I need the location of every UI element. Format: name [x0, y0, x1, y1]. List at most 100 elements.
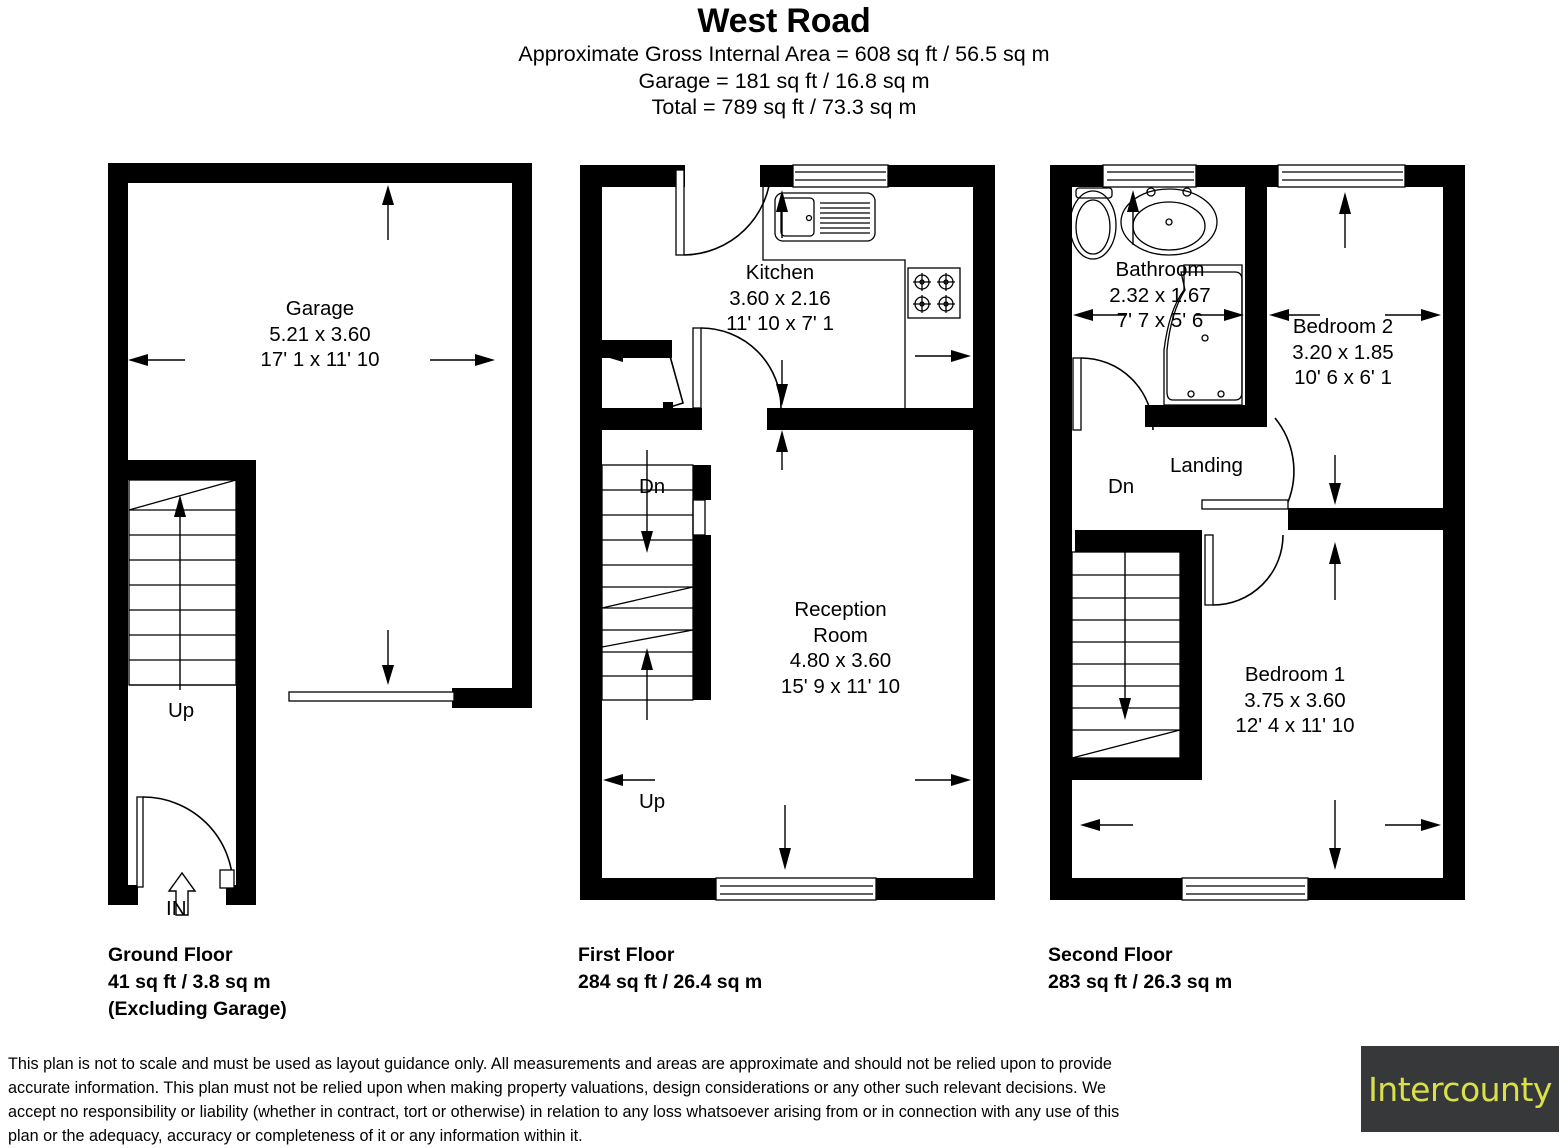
entrance-arrow-icon: [167, 871, 197, 916]
room-label-bathroom: Bathroom 2.32 x 1.67 7' 7 x 5' 6: [1050, 257, 1270, 334]
floor-name: First Floor: [578, 944, 675, 966]
floor-area: 283 sq ft / 26.3 sq m: [1048, 971, 1233, 993]
room-name: Garage: [285, 297, 355, 320]
entrance-door: [136, 796, 235, 889]
page-title: West Road: [697, 2, 871, 40]
bathtub-icon: [1163, 264, 1243, 406]
wall-segment: [875, 878, 995, 900]
wall-segment: [236, 685, 256, 905]
door-threshold: [1201, 499, 1289, 510]
room-dim-metric: 3.60 x 2.16: [729, 286, 831, 310]
first-floor-caption: First Floor 284 sq ft / 26.4 sq m: [578, 942, 762, 996]
room-dim-metric: 3.75 x 3.60: [1244, 688, 1346, 712]
dimension-arrows: [603, 190, 971, 870]
wall-segment: [452, 688, 532, 708]
wall-segment: [1245, 165, 1267, 427]
wall-segment: [1195, 165, 1280, 187]
stair-up-label-ground: Up: [168, 699, 195, 722]
room-dim-imperial: 17' 1 x 11' 10: [260, 348, 380, 371]
wall-segment: [108, 460, 256, 480]
wall-segment: [885, 165, 995, 187]
room-name: Reception: [794, 598, 887, 621]
window: [1181, 877, 1309, 901]
wall-segment: [580, 878, 718, 900]
wall-segment: [580, 165, 685, 187]
second-floor-plan: [1050, 164, 1465, 901]
wall-segment: [1180, 530, 1202, 780]
room-name: Kitchen: [745, 261, 815, 284]
wall-segment: [1288, 508, 1465, 530]
wall-segment: [767, 408, 995, 430]
kitchen-door-lower: [692, 327, 782, 409]
wall-segment: [108, 885, 138, 905]
room-dim-imperial: 15' 9 x 11' 10: [780, 674, 901, 698]
wall-segment: [1050, 165, 1072, 900]
toilet-icon: [1069, 187, 1117, 260]
room-name: Bedroom 1: [1244, 663, 1346, 686]
floor-area: 284 sq ft / 26.4 sq m: [578, 971, 763, 993]
wall-segment: [226, 885, 256, 905]
floor-note: (Excluding Garage): [108, 998, 287, 1020]
wall-segment: [580, 408, 702, 430]
first-floor-plan: [580, 164, 995, 901]
ground-floor-caption: Ground Floor 41 sq ft / 3.8 sq m (Exclud…: [108, 942, 287, 1023]
wall-segment: [512, 163, 532, 708]
kitchen-hob-icon: [907, 267, 961, 319]
kitchen-sink-icon: [774, 192, 876, 242]
window: [1277, 164, 1406, 188]
staircase-first: [601, 450, 711, 720]
ground-floor-plan: [108, 163, 532, 916]
stair-up-label-first: Up: [639, 790, 666, 813]
room-label-bedroom-1: Bedroom 1 3.75 x 3.60 12' 4 x 11' 10: [1180, 662, 1410, 739]
room-name: Bathroom: [1115, 258, 1205, 281]
entrance-in-label: IN: [166, 897, 187, 920]
plan-header: West Road Approximate Gross Internal Are…: [0, 0, 1568, 121]
wall-segment: [236, 460, 256, 705]
window: [715, 877, 877, 901]
dimension-arrows: [1073, 190, 1441, 870]
wall-segment: [1145, 405, 1267, 427]
room-dim-imperial: 12' 4 x 11' 10: [1235, 714, 1355, 737]
disclaimer-text: This plan is not to scale and must be us…: [8, 1055, 1120, 1145]
wall-segment: [1307, 878, 1465, 900]
floor-name: Second Floor: [1048, 944, 1173, 966]
basin-icon: [1120, 187, 1218, 256]
logo-text: Intercounty: [1368, 1069, 1552, 1109]
window: [1102, 164, 1197, 188]
bathroom-door: [1072, 357, 1154, 431]
garage-door: [288, 691, 455, 702]
area-summary-total: Total = 789 sq ft / 73.3 sq m: [651, 95, 917, 119]
dimension-arrows: [128, 185, 495, 685]
room-label-garage: Garage 5.21 x 3.60 17' 1 x 11' 10: [190, 296, 450, 373]
intercounty-logo: Intercounty: [1361, 1046, 1559, 1132]
wall-segment: [760, 165, 795, 187]
floor-area: 41 sq ft / 3.8 sq m: [108, 971, 271, 993]
wall-segment: [1072, 758, 1202, 780]
room-dim-metric: 4.80 x 3.60: [789, 649, 892, 672]
kitchen-counter: [762, 187, 906, 408]
wall-segment: [580, 340, 672, 358]
staircase-second: [1071, 540, 1181, 759]
room-label-landing: Landing: [1170, 454, 1243, 477]
staircase-ground: [128, 479, 237, 690]
wall-segment: [973, 165, 995, 900]
room-dim-imperial: 11' 10 x 7' 1: [726, 312, 834, 335]
room-name: Bedroom 2: [1292, 315, 1394, 338]
room-label-bedroom-2: Bedroom 2 3.20 x 1.85 10' 6 x 6' 1: [1228, 314, 1458, 391]
area-summary-gross: Approximate Gross Internal Area = 608 sq…: [518, 42, 1050, 66]
wall-segment: [580, 165, 602, 900]
room-label-kitchen: Kitchen 3.60 x 2.16 11' 10 x 7' 1: [660, 260, 900, 337]
wall-segment: [108, 163, 128, 905]
room-dim-metric: 5.21 x 3.60: [269, 322, 371, 346]
stair-dn-label-first: Dn: [639, 475, 666, 498]
room-dim-metric: 3.20 x 1.85: [1292, 340, 1394, 364]
wall-segment: [108, 163, 532, 183]
bedroom1-door: [1204, 534, 1284, 606]
closet-door: [663, 355, 684, 410]
window: [792, 164, 889, 188]
room-label-reception-room: Reception Room 4.80 x 3.60 15' 9 x 11' 1…: [718, 597, 963, 699]
floor-name: Ground Floor: [108, 944, 233, 966]
room-dim-imperial: 10' 6 x 6' 1: [1294, 366, 1392, 389]
area-summary-garage: Garage = 181 sq ft / 16.8 sq m: [638, 68, 930, 93]
